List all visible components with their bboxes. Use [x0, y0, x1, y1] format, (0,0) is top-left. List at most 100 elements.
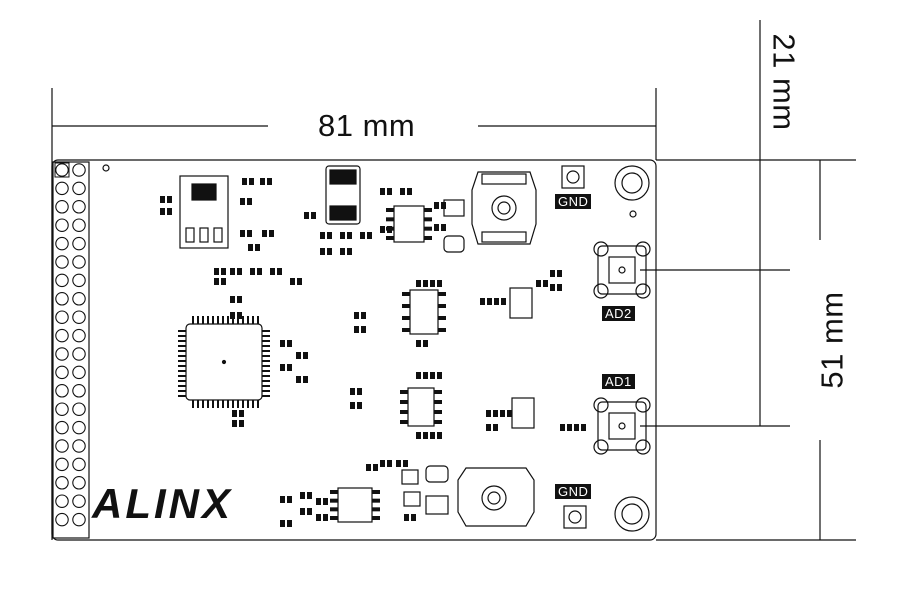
adc-pin [232, 400, 234, 408]
ic-pin [386, 208, 394, 212]
adc-pin [178, 330, 186, 332]
smd-pad [320, 232, 325, 239]
ic-pin [330, 507, 338, 512]
smd-pad [423, 372, 428, 379]
smd-pad [250, 268, 255, 275]
smd-pad [230, 312, 235, 319]
header-pin [72, 200, 86, 214]
smd-pad [574, 424, 579, 431]
offset-dimension-label: 21 mm [766, 33, 802, 131]
smd-pad [416, 340, 421, 347]
adc-pin [242, 316, 244, 324]
header-pin [55, 512, 69, 527]
adc-pin [227, 316, 229, 324]
smd-pad [214, 268, 219, 275]
smd-pad [240, 198, 245, 205]
adc-pin [247, 400, 249, 408]
smd-pad [237, 296, 242, 303]
smd-pad [239, 420, 244, 427]
ic-pin [402, 316, 410, 320]
smd-pad [230, 296, 235, 303]
ic-pin [330, 490, 338, 494]
smd-pad [367, 232, 372, 239]
adc-pin [197, 400, 199, 408]
smd-pad [437, 280, 442, 287]
adc-pin [212, 316, 214, 324]
adc-pin [178, 360, 186, 362]
smd-pad [486, 410, 491, 417]
adc-pin [207, 316, 209, 324]
smd-pad [260, 178, 265, 185]
smd-pad [557, 284, 562, 291]
ic-pin [372, 498, 380, 503]
width-dimension-label: 81 mm [318, 108, 416, 143]
smd-pad [550, 270, 555, 277]
inductor-top [325, 165, 361, 225]
smd-components [160, 178, 586, 527]
adc-pin [262, 375, 270, 377]
smd-pad [487, 298, 492, 305]
smd-pad [430, 432, 435, 439]
adc-pin [257, 316, 259, 324]
smd-pad [403, 460, 408, 467]
ic-pin [438, 292, 446, 296]
smd-pad [230, 268, 235, 275]
header-pin [72, 163, 86, 177]
smd-pad [494, 298, 499, 305]
header-pin [55, 200, 69, 214]
header-pin [55, 420, 69, 435]
mounting-hole-top-inner [621, 172, 643, 194]
adc-pin [237, 316, 239, 324]
header-pin [55, 476, 69, 490]
adc-pin [217, 316, 219, 324]
header-pin [72, 236, 86, 251]
ic-pin [402, 292, 410, 296]
ic-pin [386, 217, 394, 222]
adc-pin [262, 330, 270, 332]
board-outline [51, 159, 657, 541]
smd-pad [430, 280, 435, 287]
header-pin [72, 292, 86, 306]
smd-pad [380, 188, 385, 195]
smd-pad [507, 410, 512, 417]
smd-pad [567, 424, 572, 431]
adc-pin [178, 340, 186, 342]
cap-bottom-c [401, 469, 419, 485]
smd-pad [404, 514, 409, 521]
smd-pad [160, 208, 165, 215]
smd-pad [311, 212, 316, 219]
ic-right-top [509, 287, 533, 319]
adc-pin [262, 385, 270, 387]
adc-pin [262, 380, 270, 382]
opamp-u12 [393, 205, 425, 243]
smd-pad [357, 388, 362, 395]
header-pin [72, 273, 86, 288]
smd-pad [387, 226, 392, 233]
adc-pin [262, 335, 270, 337]
potentiometer-top [471, 171, 537, 245]
header-pin [72, 494, 86, 508]
ic-pin [330, 498, 338, 503]
smd-pad [240, 230, 245, 237]
smd-pad [366, 464, 371, 471]
header-pin [55, 365, 69, 380]
mounting-hole-top [614, 165, 650, 201]
adc-pin [262, 345, 270, 347]
smd-pad [290, 278, 295, 285]
smd-pad [280, 364, 285, 371]
smd-pad [480, 298, 485, 305]
ic-right-bottom [511, 397, 535, 429]
header-pin [72, 347, 86, 361]
header-pin [55, 328, 69, 343]
ic-pin [400, 400, 408, 404]
smd-pad [557, 270, 562, 277]
cap-bottom-b [425, 495, 449, 515]
opamp-u18 [337, 487, 373, 523]
smd-pad [416, 280, 421, 287]
smd-pad [303, 352, 308, 359]
smd-pad [287, 340, 292, 347]
adc-pin [227, 400, 229, 408]
smd-pad [423, 340, 428, 347]
smd-pad [361, 312, 366, 319]
smd-pad [416, 432, 421, 439]
